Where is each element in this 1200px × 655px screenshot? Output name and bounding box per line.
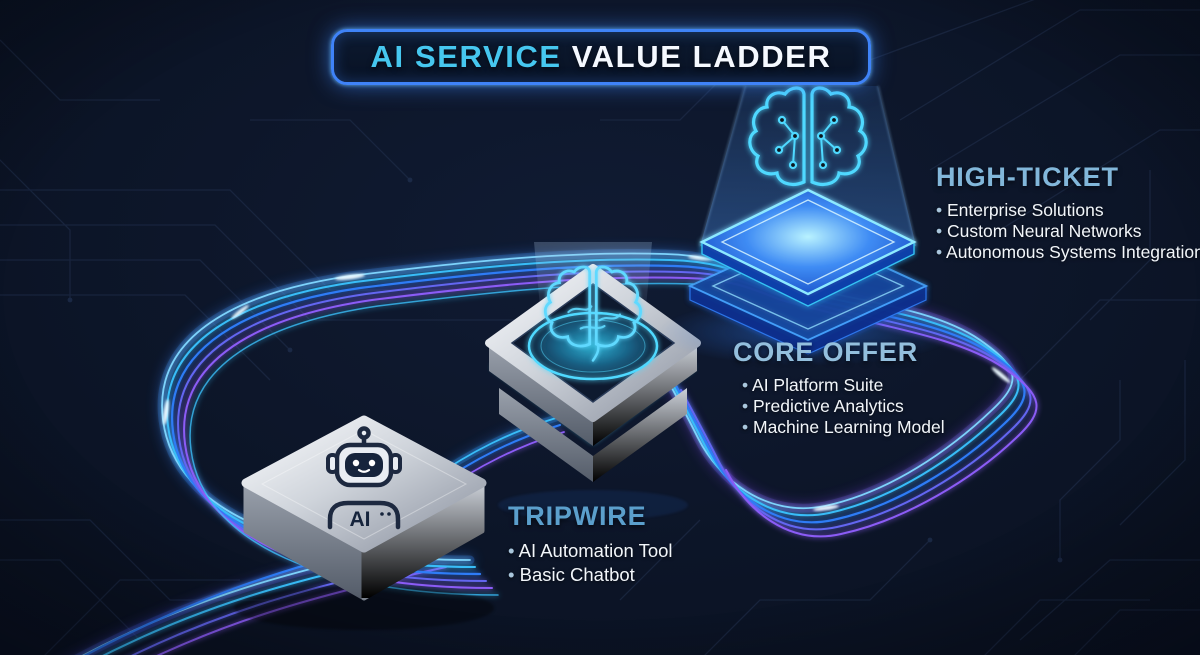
tier-item: AI Platform Suite (742, 375, 945, 396)
tier-block-tripwire: TRIPWIRE AI Automation Tool Basic Chatbo… (508, 501, 673, 587)
tier-item: Enterprise Solutions (936, 200, 1200, 221)
tier-item: Machine Learning Model (742, 417, 945, 438)
tier-items-high-ticket: Enterprise Solutions Custom Neural Netwo… (936, 200, 1200, 263)
tier-block-core-offer: CORE OFFER AI Platform Suite Predictive … (733, 337, 945, 438)
tier-block-high-ticket: HIGH-TICKET Enterprise Solutions Custom … (936, 162, 1200, 263)
tier-items-core-offer: AI Platform Suite Predictive Analytics M… (733, 375, 945, 438)
tier-item: Predictive Analytics (742, 396, 945, 417)
title-rest: VALUE LADDER (571, 39, 832, 74)
tier-heading-tripwire: TRIPWIRE (508, 501, 647, 531)
tier-heading-core-offer: CORE OFFER (733, 337, 919, 367)
tier-heading-high-ticket: HIGH-TICKET (936, 162, 1119, 192)
tier-item: Custom Neural Networks (936, 221, 1200, 242)
tier-items-tripwire: AI Automation Tool Basic Chatbot (508, 539, 673, 587)
tier-item: Basic Chatbot (508, 563, 673, 587)
tier-item: Autonomous Systems Integration (936, 242, 1200, 263)
title-highlight: AI SERVICE (370, 39, 562, 74)
tier-item: AI Automation Tool (508, 539, 673, 563)
title-banner: AI SERVICE VALUE LADDER (331, 29, 871, 85)
